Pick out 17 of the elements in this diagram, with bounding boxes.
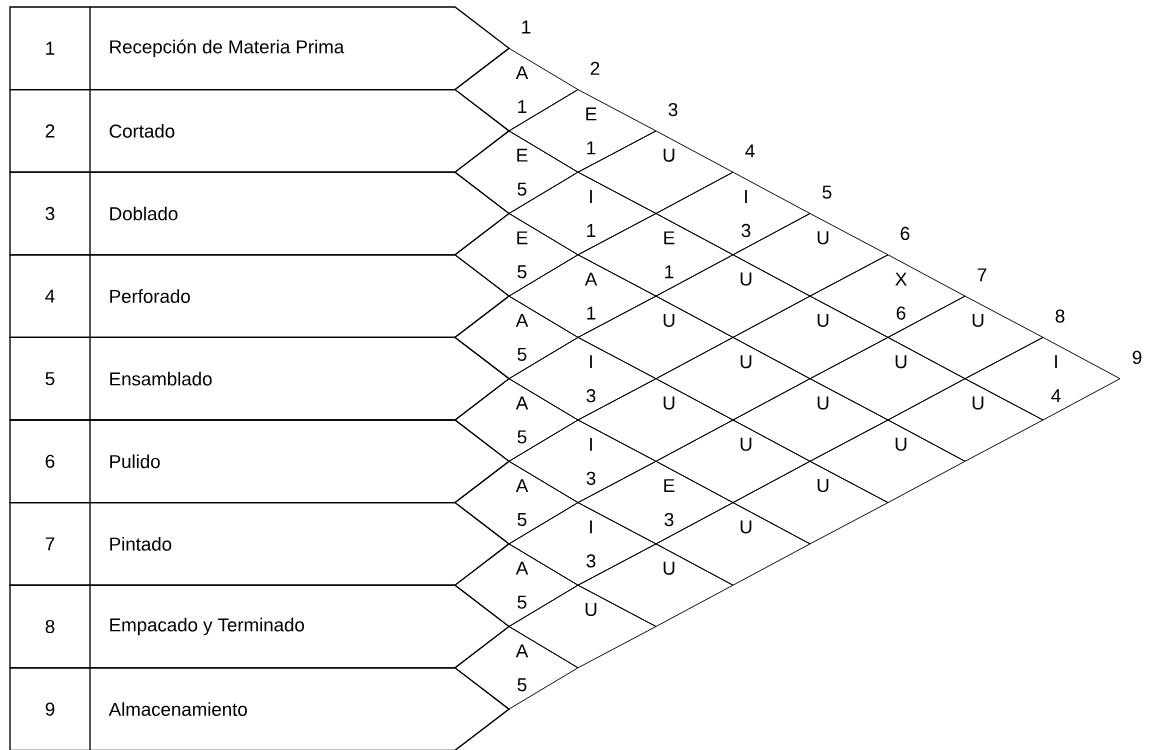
table-row: 4 Perforado	[9, 254, 511, 339]
column-number: 4	[745, 144, 755, 158]
table-row: 6 Pulido	[9, 419, 511, 504]
column-number: 2	[590, 61, 600, 75]
table-row: 3 Doblado	[9, 171, 511, 256]
table-row: 9 Almacenamiento	[9, 667, 511, 750]
table-row: 2 Cortado	[9, 88, 511, 173]
table-row: 1 Recepción de Materia Prima	[9, 6, 511, 91]
table-row: 8 Empacado y Terminado	[9, 584, 511, 669]
table-row: 7 Pintado	[9, 501, 511, 586]
column-number: 7	[977, 268, 987, 282]
column-number: 6	[900, 226, 910, 241]
table-row: 5 Ensamblado	[9, 336, 511, 421]
column-number: 3	[668, 102, 678, 117]
column-number: 5	[822, 185, 832, 199]
column-number: 1	[522, 20, 531, 34]
column-number: 8	[1055, 309, 1065, 323]
